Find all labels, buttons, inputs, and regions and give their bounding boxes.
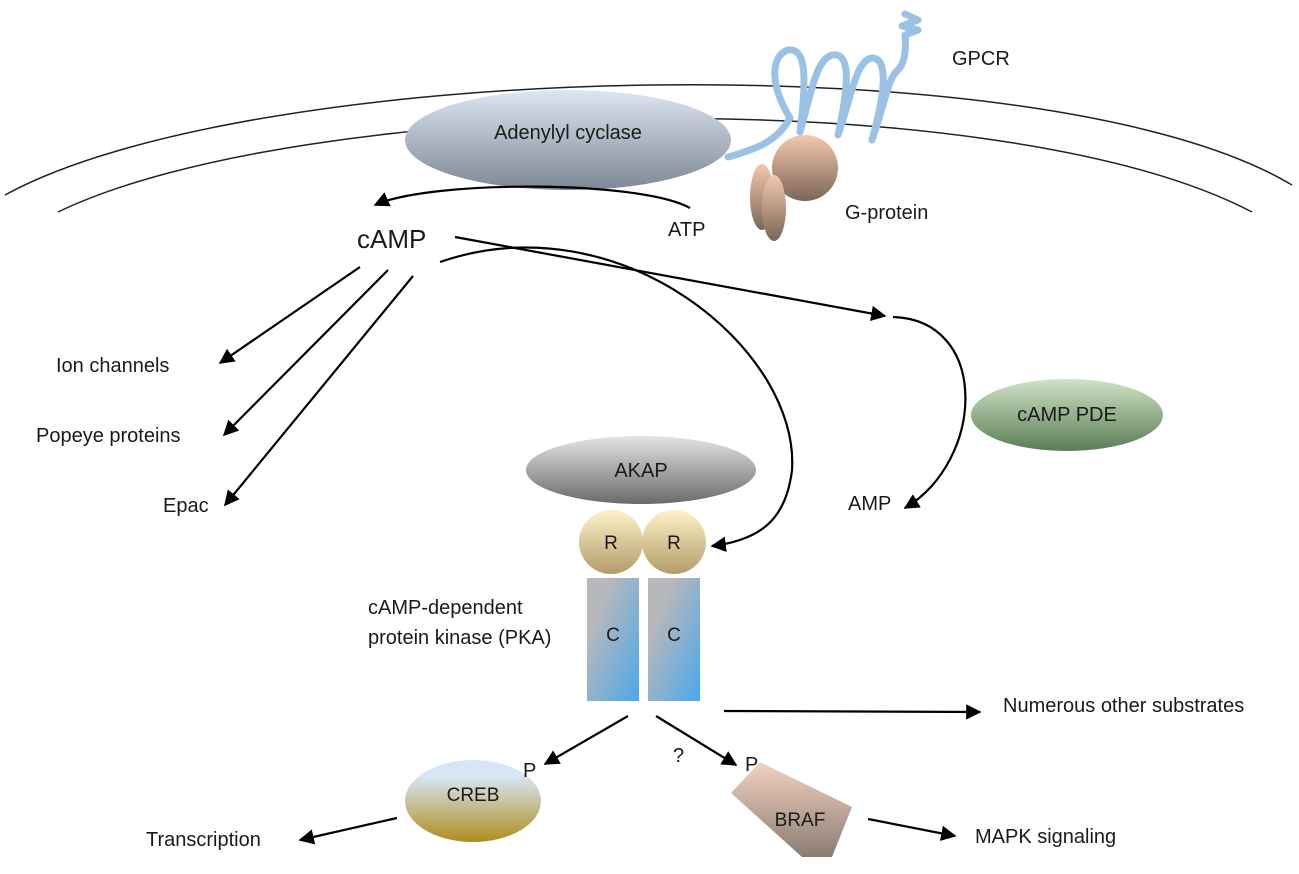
ion-channels-label: Ion channels <box>56 355 169 377</box>
r-left-label: R <box>604 533 618 554</box>
adenylyl-cyclase <box>405 90 731 190</box>
g-protein-label: G-protein <box>845 202 928 224</box>
creb-label: CREB <box>447 785 500 806</box>
r-subunit-left <box>579 510 643 574</box>
numerous-substrates-label: Numerous other substrates <box>1003 695 1244 717</box>
gpcr-receptor <box>724 10 922 161</box>
c-subunit-right <box>648 578 700 701</box>
r-subunit-right <box>642 510 706 574</box>
arrow-to-epac <box>224 275 414 507</box>
c-subunit-left <box>587 578 639 701</box>
r-right-label: R <box>667 533 681 554</box>
camp-to-pka-arrow <box>439 246 794 552</box>
akap <box>526 436 756 504</box>
g-protein-gamma <box>762 175 786 241</box>
gpcr-label: GPCR <box>952 48 1010 70</box>
arrow-to-ion-channels <box>218 266 361 364</box>
pde-to-amp-arrow <box>892 315 967 509</box>
transcription-label: Transcription <box>146 829 261 851</box>
c-left-label: C <box>606 625 620 646</box>
arrow-to-braf <box>655 715 738 766</box>
membrane-outer <box>4 84 1293 196</box>
c-right-label: C <box>667 625 681 646</box>
g-protein-alpha <box>772 135 838 201</box>
braf-label: BRAF <box>775 810 826 831</box>
atp-label: ATP <box>668 219 705 241</box>
arrow-to-transcription <box>298 816 398 845</box>
pka-label-line2: protein kinase (PKA) <box>368 627 551 649</box>
mapk-signaling-label: MAPK signaling <box>975 826 1116 848</box>
arrow-to-mapk <box>867 817 957 841</box>
amp-label: AMP <box>848 493 891 515</box>
braf <box>731 762 852 857</box>
arrow-to-substrates <box>723 704 982 720</box>
braf-phospho-label: P <box>745 754 758 776</box>
camp-to-pde-arrow <box>454 235 887 322</box>
pka-label-line1: cAMP-dependent <box>368 597 523 619</box>
camp-pde-label: cAMP PDE <box>1017 404 1117 426</box>
popeye-proteins-label: Popeye proteins <box>36 425 181 447</box>
epac-label: Epac <box>163 495 209 517</box>
question-mark-label: ? <box>673 745 684 767</box>
atp-to-camp-arrow <box>373 185 691 209</box>
creb-phospho-label: P <box>523 760 536 782</box>
arrow-to-popeye <box>222 269 389 437</box>
camp-pde <box>971 379 1163 451</box>
creb <box>405 760 541 842</box>
akap-label: AKAP <box>614 460 667 482</box>
camp-label: cAMP <box>357 224 426 254</box>
adenylyl-cyclase-label: Adenylyl cyclase <box>494 122 642 144</box>
arrow-to-creb <box>543 715 629 765</box>
